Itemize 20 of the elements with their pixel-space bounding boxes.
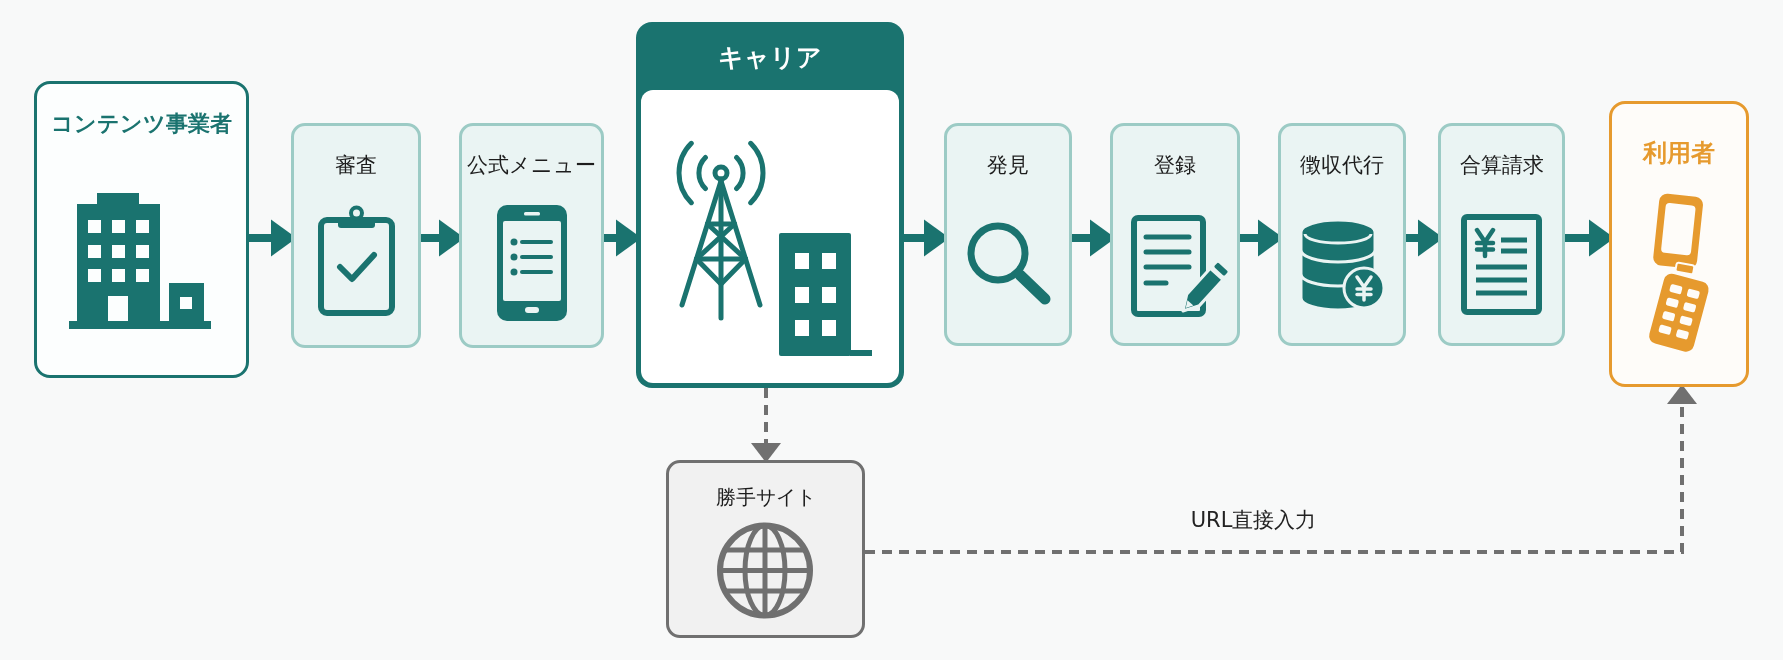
process-box (1278, 123, 1406, 346)
process-box (1110, 123, 1240, 346)
participant-box (34, 81, 249, 378)
process-box (459, 123, 604, 348)
box-title: 発見 (987, 153, 1029, 179)
box-title: キャリア (718, 43, 822, 73)
site-box (666, 460, 865, 638)
participant-box (1609, 101, 1749, 387)
box-title: 徴収代行 (1300, 153, 1384, 179)
process-box (291, 123, 421, 348)
box-title: 合算請求 (1459, 153, 1544, 179)
box-title: コンテンツ事業者 (51, 111, 232, 138)
box-title: 審査 (335, 153, 377, 179)
box-title: 利用者 (1643, 138, 1715, 168)
carrier-box (636, 22, 904, 388)
process-box (944, 123, 1072, 346)
box-title: 登録 (1154, 153, 1196, 179)
process-box (1438, 123, 1565, 346)
box-title: 勝手サイト (715, 485, 816, 509)
box-title: 公式メニュー (467, 153, 596, 179)
